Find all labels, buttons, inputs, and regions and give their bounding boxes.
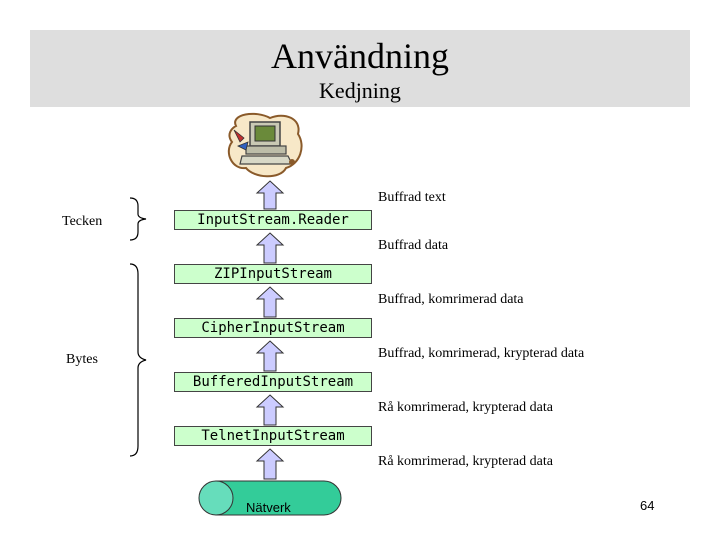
up-arrow-icon xyxy=(255,180,285,210)
note-label: Buffrad data xyxy=(378,238,449,253)
network-cylinder-icon xyxy=(198,480,342,516)
stream-box-cipherinputstream: CipherInputStream xyxy=(174,318,372,338)
note-label: Buffrad, komrimerad data xyxy=(378,292,524,307)
group-label-bytes: Bytes xyxy=(66,352,98,367)
up-arrow-icon xyxy=(255,394,285,426)
brace-chars xyxy=(129,197,147,241)
up-arrow-icon xyxy=(255,286,285,318)
slide-subtitle: Kedjning xyxy=(319,78,401,103)
slide-header: Användning Kedjning xyxy=(30,30,690,107)
stream-box-zipinputstream: ZIPInputStream xyxy=(174,264,372,284)
note-label: Rå komrimerad, krypterad data xyxy=(378,454,553,469)
stream-box-bufferedinputstream: BufferedInputStream xyxy=(174,372,372,392)
up-arrow-icon xyxy=(255,340,285,372)
up-arrow-icon xyxy=(255,232,285,264)
note-label: Buffrad, komrimerad, krypterad data xyxy=(378,346,585,361)
up-arrow-icon xyxy=(255,448,285,480)
note-label: Buffrad text xyxy=(378,190,446,205)
stream-box-telnetinputstream: TelnetInputStream xyxy=(174,426,372,446)
network-label: Nätverk xyxy=(246,500,291,515)
slide-title: Användning xyxy=(271,36,449,76)
computer-icon xyxy=(227,112,303,178)
brace-bytes xyxy=(129,263,147,457)
note-label: Rå komrimerad, krypterad data xyxy=(378,400,553,415)
stream-box-inputstream-reader: InputStream.Reader xyxy=(174,210,372,230)
group-label-chars: Tecken xyxy=(62,214,103,229)
page-number: 64 xyxy=(640,498,655,513)
